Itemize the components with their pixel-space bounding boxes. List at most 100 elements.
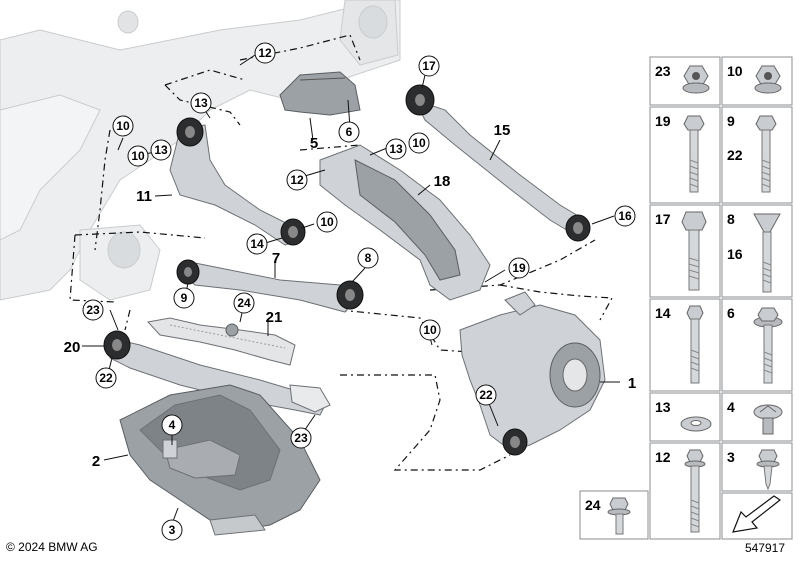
callout-12-top: 12 xyxy=(254,42,276,64)
svg-text:13: 13 xyxy=(389,142,403,156)
svg-text:13: 13 xyxy=(655,399,671,415)
label-11: 11 xyxy=(136,188,152,205)
svg-text:19: 19 xyxy=(512,261,526,275)
svg-text:10: 10 xyxy=(320,215,334,229)
label-18: 18 xyxy=(434,173,451,190)
callout-13-b: 13 xyxy=(385,138,407,160)
washer-bolt-icon xyxy=(753,307,783,384)
svg-text:22: 22 xyxy=(99,371,113,385)
svg-text:3: 3 xyxy=(727,449,735,465)
callout-14: 14 xyxy=(246,233,268,255)
label-7: 7 xyxy=(272,250,280,267)
callout-10-left: 10 xyxy=(112,115,134,137)
callout-13-a: 13 xyxy=(150,139,172,161)
svg-text:16: 16 xyxy=(618,209,632,223)
lower-arm-7 xyxy=(176,259,364,313)
callout-3: 3 xyxy=(161,519,183,541)
callout-23-b: 23 xyxy=(290,427,312,449)
callout-9: 9 xyxy=(173,287,195,309)
callout-10-a: 10 xyxy=(127,145,149,167)
screw-icon xyxy=(607,497,631,535)
svg-text:10: 10 xyxy=(727,63,743,79)
svg-text:6: 6 xyxy=(346,125,353,139)
svg-text:17: 17 xyxy=(422,59,436,73)
label-5: 5 xyxy=(310,135,318,152)
arrow-down-left-icon[interactable] xyxy=(721,492,793,540)
svg-text:13: 13 xyxy=(194,96,208,110)
svg-text:14: 14 xyxy=(250,237,264,251)
svg-text:23: 23 xyxy=(86,303,100,317)
svg-text:23: 23 xyxy=(655,63,671,79)
bolt-icon xyxy=(755,115,777,193)
callout-10-d: 10 xyxy=(419,319,441,341)
label-2: 2 xyxy=(92,453,100,470)
svg-text:14: 14 xyxy=(655,305,671,321)
svg-text:20: 20 xyxy=(64,339,81,356)
label-20: 20 xyxy=(64,339,81,356)
svg-text:2: 2 xyxy=(92,453,100,470)
callout-6: 6 xyxy=(338,121,360,143)
callout-10-b: 10 xyxy=(316,211,338,233)
svg-text:10: 10 xyxy=(131,149,145,163)
callout-4: 4 xyxy=(161,414,183,436)
callout-10-c: 10 xyxy=(408,132,430,154)
callout-17: 17 xyxy=(418,55,440,77)
svg-text:12: 12 xyxy=(290,173,304,187)
clip-nut-icon xyxy=(753,404,783,435)
svg-text:7: 7 xyxy=(272,250,280,267)
svg-text:6: 6 xyxy=(727,305,735,321)
svg-text:23: 23 xyxy=(294,431,308,445)
callout-12-b: 12 xyxy=(286,169,308,191)
label-21: 21 xyxy=(266,309,283,326)
label-15: 15 xyxy=(494,122,511,139)
svg-text:10: 10 xyxy=(116,119,130,133)
callout-19: 19 xyxy=(508,257,530,279)
bolt-icon xyxy=(681,211,707,291)
diagram-id: 547917 xyxy=(745,541,785,555)
svg-text:24: 24 xyxy=(237,296,251,310)
hex-nut-icon xyxy=(754,65,782,94)
svg-text:8: 8 xyxy=(727,211,735,227)
callout-13-top: 13 xyxy=(190,92,212,114)
svg-text:8: 8 xyxy=(365,251,372,265)
svg-text:4: 4 xyxy=(169,418,176,432)
label-1: 1 xyxy=(628,375,636,392)
svg-text:22: 22 xyxy=(727,147,743,163)
callout-24: 24 xyxy=(233,292,255,314)
svg-text:24: 24 xyxy=(585,497,601,513)
svg-text:21: 21 xyxy=(266,309,283,326)
svg-text:13: 13 xyxy=(154,143,168,157)
copyright-text: © 2024 BMW AG xyxy=(6,540,98,554)
svg-text:3: 3 xyxy=(169,523,176,537)
self-tapping-screw-icon xyxy=(756,449,780,491)
trailing-arm-20 xyxy=(103,330,331,416)
svg-text:18: 18 xyxy=(434,173,451,190)
cover-21 xyxy=(147,317,296,366)
flange-nut-icon xyxy=(682,65,710,94)
upper-wishbone-11 xyxy=(169,117,306,246)
bolt-icon xyxy=(683,115,705,193)
svg-text:15: 15 xyxy=(494,122,511,139)
washer-icon xyxy=(680,416,712,432)
svg-text:11: 11 xyxy=(136,188,152,205)
svg-text:9: 9 xyxy=(727,113,735,129)
bracket-5 xyxy=(279,71,361,116)
svg-text:12: 12 xyxy=(258,46,272,60)
parts-table: 23 10 19 9 22 17 8 xyxy=(579,56,793,540)
svg-text:22: 22 xyxy=(479,388,493,402)
wheel-carrier-1 xyxy=(459,291,606,456)
flange-bolt-icon xyxy=(684,449,706,533)
callout-8: 8 xyxy=(357,247,379,269)
callout-22-a: 22 xyxy=(95,367,117,389)
callout-16: 16 xyxy=(614,205,636,227)
svg-text:12: 12 xyxy=(655,449,671,465)
svg-text:9: 9 xyxy=(181,291,188,305)
control-arm-15 xyxy=(405,84,591,242)
svg-text:10: 10 xyxy=(412,136,426,150)
callouts: 12 13 10 10 13 11 14 10 7 xyxy=(64,42,636,541)
svg-text:16: 16 xyxy=(727,246,743,262)
link-carrier-18 xyxy=(319,144,491,301)
svg-text:5: 5 xyxy=(310,135,318,152)
